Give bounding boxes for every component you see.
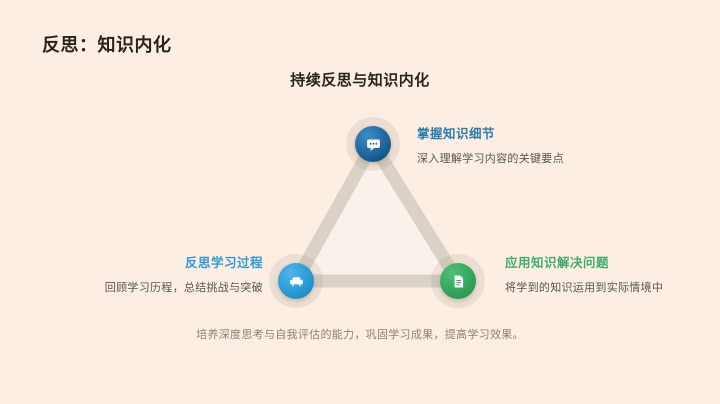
node-description: 将学到的知识运用到实际情境中 (505, 282, 664, 294)
node-label: 反思学习过程 (184, 256, 263, 270)
footer-note: 培养深度思考与自我评估的能力，巩固学习成果，提高学习效果。 (196, 329, 524, 341)
couch-icon (288, 273, 305, 290)
node-text-master-details: 掌握知识细节 深入理解学习内容的关键要点 (417, 123, 637, 166)
slide-subtitle: 持续反思与知识内化 (290, 72, 430, 89)
node-description: 回顾学习历程，总结挑战与突破 (104, 282, 263, 294)
node-label: 掌握知识细节 (417, 127, 496, 141)
node-text-reflect-process: 反思学习过程 回顾学习历程，总结挑战与突破 (38, 252, 263, 295)
node-label: 应用知识解决问题 (505, 256, 610, 270)
diagram-node-master-details (355, 126, 391, 162)
diagram-node-reflect-process (278, 263, 314, 299)
diagram-node-apply-knowledge (440, 263, 476, 299)
page-title: 反思：知识内化 (42, 35, 172, 55)
chat-message-icon (365, 136, 382, 153)
node-description: 深入理解学习内容的关键要点 (417, 153, 564, 165)
node-text-apply-knowledge: 应用知识解决问题 将学到的知识运用到实际情境中 (505, 252, 715, 295)
document-icon (450, 273, 467, 290)
